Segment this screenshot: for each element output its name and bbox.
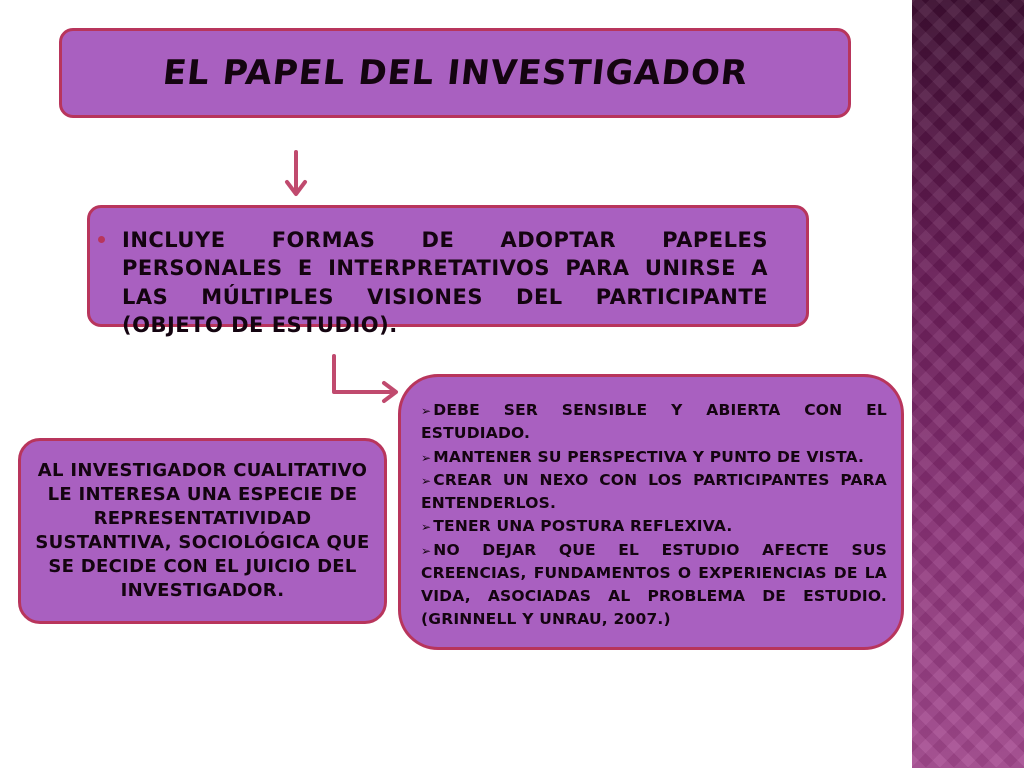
right-list-box: ➢Debe ser sensible y abierta con el estu… [398,374,904,650]
bullet-icon [98,236,105,243]
list-item: ➢Crear un nexo con los participantes par… [421,470,887,512]
chevron-right-icon: ➢ [421,520,432,535]
page-title: El papel del investigador [160,53,750,93]
decorative-side-band [912,0,1024,768]
intro-box: Incluye formas de adoptar papeles person… [87,205,809,337]
arrow-elbow-right-icon [332,354,398,403]
list-item: ➢No dejar que el estudio afecte sus cree… [421,540,887,629]
chevron-right-icon: ➢ [421,543,432,558]
chevron-right-icon: ➢ [421,450,432,465]
chevron-right-icon: ➢ [421,473,432,488]
left-info-text: Al investigador cualitativo le interesa … [35,460,370,601]
list-item: ➢Tener una postura reflexiva. [421,517,733,536]
intro-text: Incluye formas de adoptar papeles person… [122,228,768,338]
list-item: ➢Debe ser sensible y abierta con el estu… [421,401,887,443]
title-box: El papel del investigador [59,28,851,118]
chevron-right-icon: ➢ [421,404,432,418]
list-item: ➢Mantener su perspectiva y punto de vist… [421,447,865,466]
researcher-duties-list: ➢Debe ser sensible y abierta con el estu… [421,399,887,632]
left-info-box: Al investigador cualitativo le interesa … [18,438,387,624]
arrow-down-icon [285,150,307,196]
